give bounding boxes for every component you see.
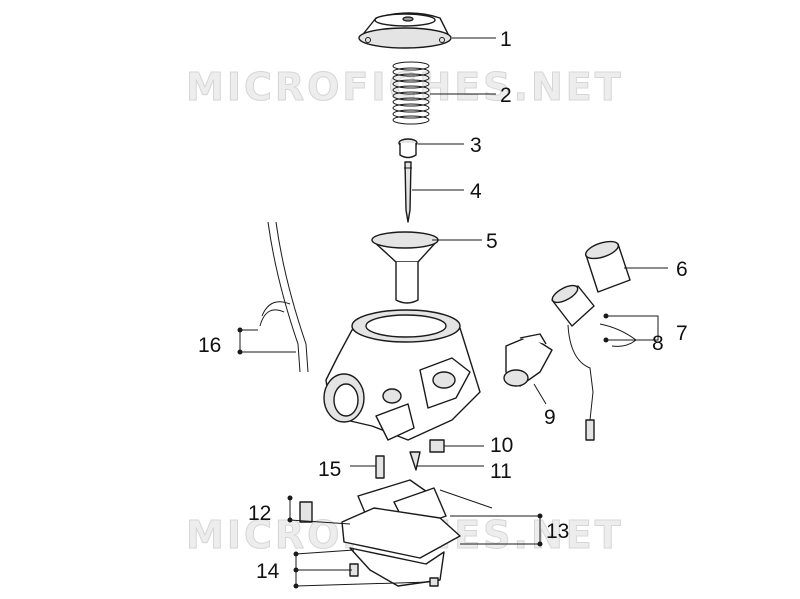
callout-6: 6: [676, 258, 688, 281]
part-manifold: [503, 333, 553, 387]
part-needle-holder: [398, 138, 418, 159]
part-throttle-slide: [371, 231, 439, 304]
callout-9: 9: [544, 406, 556, 429]
watermark-top: MICROFICHES.NET: [186, 65, 624, 109]
leader-lines: [239, 37, 668, 587]
callout-10: 10: [490, 434, 513, 457]
callout-3: 3: [470, 134, 482, 157]
callout-12: 12: [248, 502, 271, 525]
callout-14: 14: [256, 560, 280, 583]
part-retaining-clip: [599, 323, 637, 347]
callout-8: 8: [652, 332, 664, 355]
callout-2: 2: [500, 84, 512, 107]
callout-15: 15: [318, 458, 341, 481]
callout-11: 11: [490, 460, 512, 483]
callout-labels: 1 2 3 4 5 6 7 8 9 10 11 12 13 14 15 16: [198, 28, 688, 583]
callout-16: 16: [198, 334, 221, 357]
callout-7: 7: [676, 322, 688, 345]
part-carburetor-body: [323, 309, 481, 441]
part-intake-sleeve: [584, 240, 631, 293]
part-spring: [392, 61, 430, 125]
part-choke-enrichener: [551, 284, 595, 441]
part-screws: [349, 563, 439, 587]
part-vent-hoses: [259, 221, 309, 373]
part-float-chamber: [299, 501, 461, 587]
part-top-cover: [358, 12, 452, 49]
part-jet-needle: [404, 161, 412, 223]
callout-1: 1: [500, 28, 512, 51]
callout-13: 13: [546, 520, 569, 543]
leader-dots: [237, 313, 609, 589]
callout-5: 5: [486, 230, 498, 253]
callout-4: 4: [470, 180, 482, 203]
part-small-jets: [375, 439, 445, 479]
